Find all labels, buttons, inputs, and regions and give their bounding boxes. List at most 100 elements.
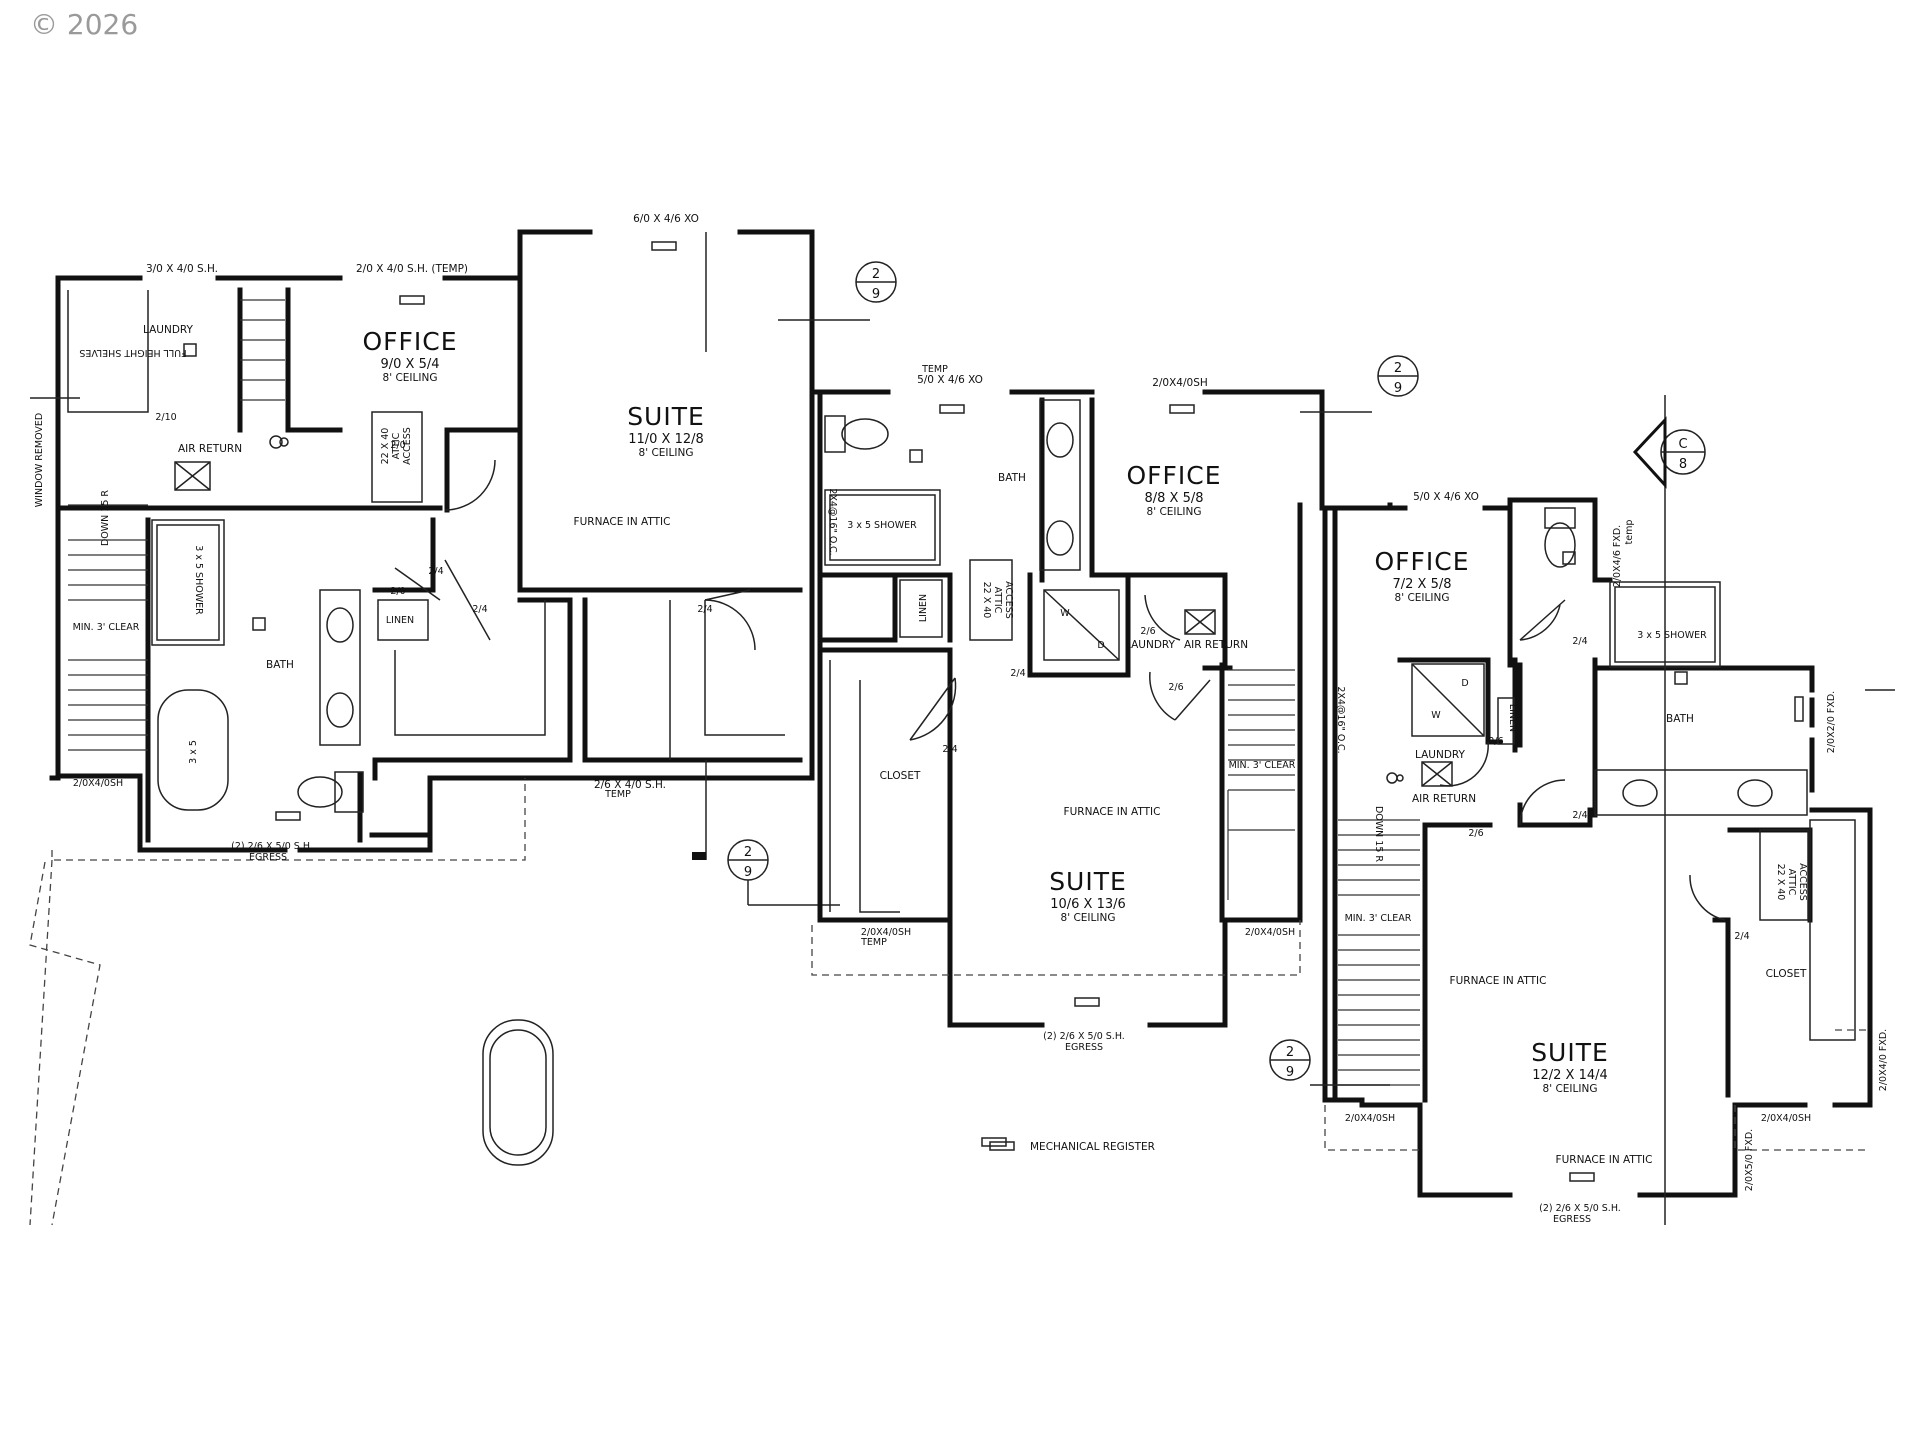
suite-b-egress: EGRESS [1065, 1042, 1103, 1053]
unit-c: OFFICE 7/2 X 5/8 8' CEILING 5/0 X 4/6 XO… [1269, 395, 1895, 1225]
door-a-1: 2/4 [428, 566, 443, 577]
door-b-2: 2/4 [942, 744, 957, 755]
office-c-title: OFFICE [1374, 547, 1469, 576]
section-a-sheet: 9 [872, 287, 880, 302]
section-c-sheet: 8 [1679, 457, 1687, 472]
suite-c-egress: EGRESS [1553, 1214, 1591, 1225]
section-c1-sheet: 9 [1286, 1065, 1294, 1080]
bath-a: BATH [266, 659, 294, 671]
section-b1-sheet: 9 [744, 865, 752, 880]
linen-b: LINEN [918, 594, 929, 622]
laundry-b: LAUNDRY [1125, 639, 1176, 651]
section-c1-num: 2 [1286, 1045, 1294, 1060]
attic-access-a-3: ACCESS [402, 427, 413, 465]
window-c-fxd-2: 2/0X2/0 FXD. [1826, 691, 1837, 753]
section-a-num: 2 [872, 267, 880, 282]
office-b-title: OFFICE [1126, 461, 1221, 490]
door-a-3: 2/4 [697, 604, 712, 615]
washer-b: W [1060, 608, 1070, 619]
office-a-ceiling: 8' CEILING [383, 372, 438, 384]
window-b-right: 2/0X4/0SH [1245, 927, 1295, 938]
door-c-4: 2/6 [1488, 736, 1503, 747]
bath-b: BATH [998, 472, 1026, 484]
wall-note-c: 2X4@16" O.C. [1335, 686, 1346, 753]
laundry-a-shelves: FULL HEIGHT SHELVES [79, 347, 186, 358]
office-a-title: OFFICE [362, 327, 457, 356]
suite-c-furnace: FURNACE IN ATTIC [1450, 975, 1547, 987]
section-b1-num: 2 [744, 845, 752, 860]
suite-a-ceiling: 8' CEILING [639, 447, 694, 459]
laundry-a-label: LAUNDRY [143, 324, 194, 336]
air-return-c: AIR RETURN [1412, 793, 1476, 805]
washer-c: W [1431, 710, 1441, 721]
laundry-a-window: 3/0 X 4/0 S.H. [146, 263, 218, 275]
office-b-window: 2/0X4/0SH [1152, 377, 1208, 389]
shower-a: 3 x 5 SHOWER [193, 545, 204, 615]
section-b2-num: 2 [1394, 361, 1402, 376]
window-a-side: 2/0X4/0SH [73, 778, 123, 789]
laundry-c: LAUNDRY [1415, 749, 1466, 761]
suite-c-ceiling: 8' CEILING [1543, 1083, 1598, 1095]
door-c-2: 2/4 [1572, 810, 1587, 821]
door-a-4: 2/0 [390, 586, 405, 597]
office-b-size: 8/8 X 5/8 [1144, 491, 1203, 506]
closet-c: CLOSET [1766, 968, 1807, 980]
suite-c-size: 12/2 X 14/4 [1532, 1068, 1608, 1083]
suite-c-furnace-2: FURNACE IN ATTIC [1556, 1154, 1653, 1166]
suite-b-size: 10/6 X 13/6 [1050, 897, 1126, 912]
section-c-letter: C [1678, 437, 1687, 452]
door-c-1: 2/4 [1572, 636, 1587, 647]
legend: MECHANICAL REGISTER [989, 1141, 1155, 1153]
clearance-b: MIN. 3' CLEAR [1229, 760, 1296, 771]
linen-a: LINEN [386, 615, 414, 626]
suite-a-furnace: FURNACE IN ATTIC [574, 516, 671, 528]
unit-b: OFFICE 8/8 X 5/8 8' CEILING 2/0X4/0SH BA… [809, 355, 1419, 1147]
legend-label: MECHANICAL REGISTER [1030, 1141, 1155, 1153]
shower-b: 3 x 5 SHOWER [847, 520, 917, 531]
door-b-4: 2/6 [1168, 682, 1183, 693]
air-return-a: AIR RETURN [178, 443, 242, 455]
suite-b-furnace: FURNACE IN ATTIC [1064, 806, 1161, 818]
linen-c: LINEN [1507, 704, 1518, 732]
office-c-ceiling: 8' CEILING [1395, 592, 1450, 604]
bath-c: BATH [1666, 713, 1694, 725]
unit-a: OFFICE 9/0 X 5/4 8' CEILING 2/0 X 4/0 S.… [29, 213, 897, 1226]
tub-a: 3 x 5 [188, 740, 199, 764]
closet-b: CLOSET [880, 770, 921, 782]
door-a-5: 2/0 [390, 440, 405, 451]
suite-a-window-bottom: 2/6 X 4/0 S.H. [594, 779, 666, 791]
suite-a-size: 11/0 X 12/8 [628, 432, 704, 447]
attic-access-b-2: ATTIC [992, 587, 1003, 614]
door-c-3: 2/4 [1734, 931, 1749, 942]
door-a-2: 2/4 [472, 604, 487, 615]
clearance-c: MIN. 3' CLEAR [1345, 913, 1412, 924]
suite-b-egress-window: (2) 2/6 X 5/0 S.H. [1043, 1031, 1125, 1042]
stair-a-label: DOWN 15 R [100, 490, 111, 546]
attic-access-a-1: 22 X 40 [380, 428, 391, 465]
egress-window-a: (2) 2/6 X 5/0 S.H. [231, 841, 313, 852]
attic-access-c-2: ATTIC [1786, 869, 1797, 896]
wall-note-b: 2X4@16" O.C. [827, 488, 838, 555]
air-return-b: AIR RETURN [1184, 639, 1248, 651]
dryer-b: D [1097, 640, 1104, 651]
door-c-5: 2/6 [1468, 828, 1483, 839]
window-c-left: 2/0X4/0SH [1345, 1113, 1395, 1124]
window-c-fxd-1-note: temp [1624, 520, 1635, 545]
window-removed: WINDOW REMOVED [34, 413, 45, 507]
office-a-window: 2/0 X 4/0 S.H. (TEMP) [356, 263, 468, 275]
door-b-3: 2/6 [1140, 626, 1155, 637]
mechanical-register-icon [989, 1141, 1015, 1151]
suite-a-window-top: 6/0 X 4/6 XO [633, 213, 699, 225]
window-b-left: 2/0X4/0SH [861, 927, 911, 938]
egress-a: EGRESS [249, 852, 287, 863]
window-c-fxd-3: 2/0X4/0 FXD. [1878, 1029, 1889, 1091]
clearance-a: MIN. 3' CLEAR [73, 622, 140, 633]
attic-access-b-1: 22 X 40 [981, 582, 992, 619]
bath-b-window-note: TEMP [921, 364, 948, 375]
attic-access-a-2: ATTIC [391, 432, 402, 459]
suite-c-title: SUITE [1531, 1038, 1609, 1067]
attic-access-c-1: 22 X 40 [1775, 864, 1786, 901]
office-c-size: 7/2 X 5/8 [1392, 577, 1451, 592]
suite-b-title: SUITE [1049, 867, 1127, 896]
